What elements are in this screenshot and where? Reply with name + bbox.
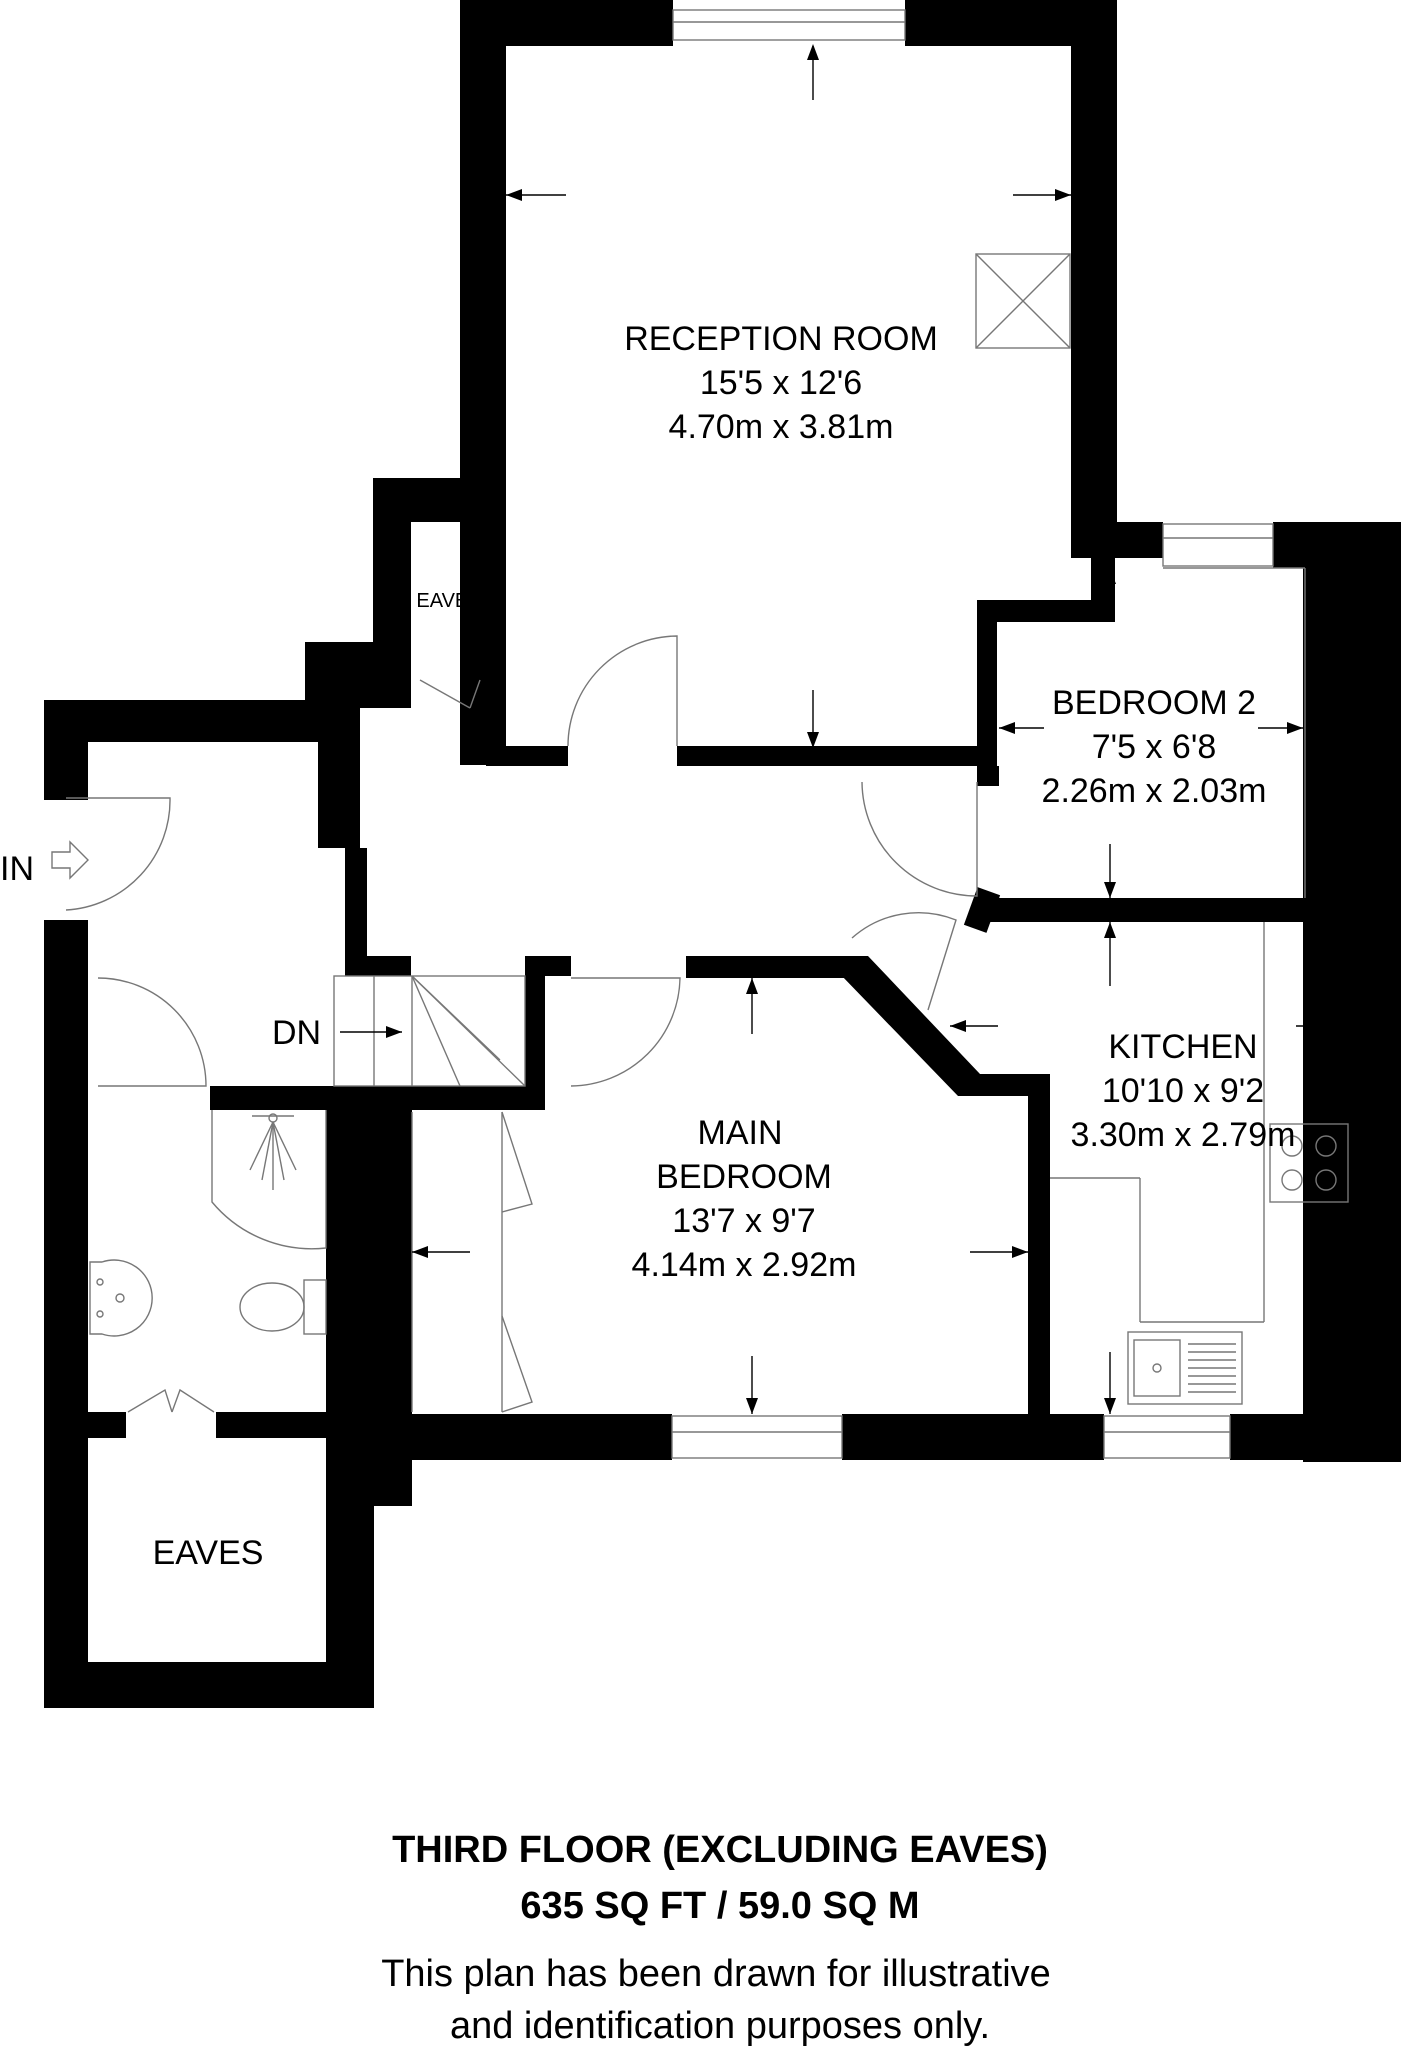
main-bedroom-name-line2: BEDROOM — [656, 1158, 832, 1196]
floor-area: 635 SQ FT / 59.0 SQ M — [520, 1885, 919, 1927]
dimension-arrows — [340, 44, 1355, 1414]
stairs-down-label: DN — [272, 1014, 321, 1052]
wall-reception-notch-v — [977, 600, 997, 766]
disclaimer-line2: and identification purposes only. — [450, 2005, 990, 2047]
window-reception — [672, 9, 906, 41]
wall-bath-bottom-right — [216, 1412, 328, 1438]
reception-metric: 4.70m x 3.81m — [669, 408, 894, 446]
reception-name: RECEPTION ROOM — [624, 320, 938, 358]
footer: THIRD FLOOR (EXCLUDING EAVES) 635 SQ FT … — [381, 1829, 1051, 2047]
stairs-icon — [333, 975, 526, 1087]
wardrobe-door-bottom — [501, 1315, 533, 1413]
wall-bath-bottom-left — [64, 1412, 126, 1438]
reception-imperial: 15'5 x 12'6 — [700, 364, 862, 402]
wall-left-outer-upper — [44, 700, 88, 800]
eaves-large-label: EAVES — [153, 1534, 264, 1572]
walls — [44, 0, 1401, 1708]
bedroom2-name: BEDROOM 2 — [1052, 684, 1256, 722]
basin-icon — [89, 1259, 153, 1337]
wall-bottom-1 — [374, 1414, 672, 1460]
wall-left-top — [44, 700, 360, 742]
wall-kitchen-left-jamb — [963, 887, 1001, 933]
door-eaves-large-left — [127, 1388, 173, 1413]
wall-mainbed-right — [1028, 1074, 1050, 1414]
wall-stair-right — [525, 956, 545, 1110]
door-eaves-large-right — [171, 1388, 215, 1413]
window-kitchen — [1103, 1415, 1231, 1459]
wall-eaves-large-bottom — [44, 1662, 374, 1708]
main-bedroom-name-line1: MAIN — [698, 1114, 783, 1152]
eaves-small-label: EAVES — [416, 590, 481, 612]
wall-reception-bottom-right — [677, 746, 977, 766]
wall-bed2-top-left — [1091, 522, 1163, 558]
windows — [671, 9, 1274, 1459]
wall-bottom-3 — [1230, 1414, 1401, 1460]
main-bedroom-imperial: 13'7 x 9'7 — [672, 1202, 815, 1240]
wall-mainbed-top-right — [686, 956, 851, 978]
floor-title: THIRD FLOOR (EXCLUDING EAVES) — [392, 1829, 1048, 1871]
door-bedroom2 — [861, 781, 978, 897]
wall-reception-notch-h — [977, 600, 1095, 622]
door-bathroom — [97, 977, 207, 1087]
window-main-bedroom — [671, 1415, 843, 1459]
door-eaves-small — [419, 679, 471, 709]
door-kitchen — [851, 912, 957, 1011]
disclaimer-line1: This plan has been drawn for illustrativ… — [381, 1953, 1051, 1995]
wall-bed2-left — [977, 766, 999, 786]
bedroom2-imperial: 7'5 x 6'8 — [1092, 728, 1217, 766]
wall-eaves-large-right — [326, 1412, 374, 1708]
wall-left-step-top — [305, 642, 411, 708]
kitchen-metric: 3.30m x 2.79m — [1071, 1116, 1296, 1154]
sink-icon — [1127, 1331, 1243, 1405]
wall-reception-right — [1071, 0, 1117, 558]
hob-icon — [1269, 1123, 1349, 1203]
entrance-arrow-icon — [51, 840, 89, 880]
wall-reception-bottom-left — [486, 746, 568, 766]
wall-mainbed-diagonal — [840, 956, 1050, 1096]
wall-left-outer-lower — [44, 920, 88, 1666]
shower-icon — [211, 1110, 327, 1250]
wall-right-outer — [1303, 522, 1401, 1462]
wall-eaves-small-top — [373, 478, 483, 522]
skylight-icon — [975, 253, 1071, 349]
main-bedroom-metric: 4.14m x 2.92m — [632, 1246, 857, 1284]
toilet-icon — [239, 1279, 327, 1335]
room-labels: RECEPTION ROOM 15'5 x 12'6 4.70m x 3.81m… — [0, 320, 1295, 1572]
window-bedroom2 — [1162, 523, 1274, 567]
fixtures — [65, 567, 1306, 1413]
kitchen-imperial: 10'10 x 9'2 — [1102, 1072, 1264, 1110]
wall-left-step-v — [318, 700, 360, 848]
door-main-bedroom — [570, 977, 681, 1087]
wall-hall-inner-h — [345, 956, 411, 976]
wall-stair-top — [525, 956, 571, 976]
wall-reception-left — [460, 0, 506, 765]
door-entrance — [65, 797, 171, 911]
wall-bottom-2 — [842, 1414, 1104, 1460]
kitchen-name: KITCHEN — [1108, 1028, 1257, 1066]
wall-hall-inner-v — [345, 848, 367, 976]
door-reception — [567, 635, 678, 747]
entrance-label: IN — [0, 850, 34, 888]
bedroom2-metric: 2.26m x 2.03m — [1042, 772, 1267, 810]
wall-bed2-bottom — [977, 898, 1327, 922]
wardrobe-door-top — [501, 1111, 533, 1213]
